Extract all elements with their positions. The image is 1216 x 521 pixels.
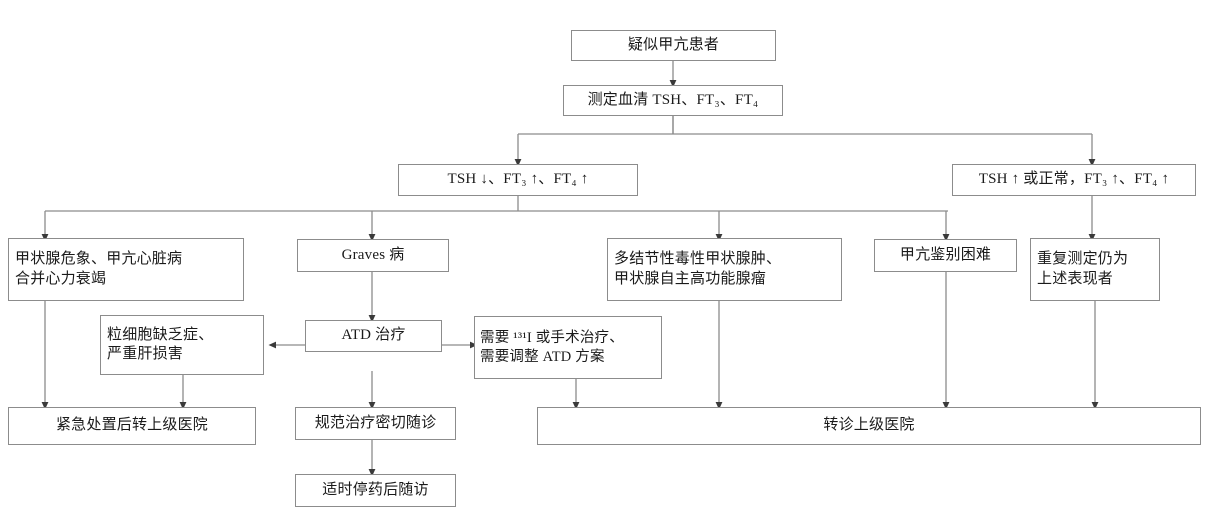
node-label: 粒细胞缺乏症、 严重肝损害 [107, 326, 214, 362]
node-label: 测定血清 TSH、FT₃、FT₄ [587, 91, 759, 108]
node-thyroid-storm[interactable]: 甲状腺危象、甲亢心脏病 合并心力衰竭 [8, 238, 244, 301]
node-label: 适时停药后随访 [322, 481, 429, 498]
node-atd-treatment[interactable]: ATD 治疗 [305, 320, 442, 352]
node-label: 多结节性毒性甲状腺肿、 甲状腺自主高功能腺瘤 [614, 251, 782, 287]
node-label: 规范治疗密切随诊 [314, 414, 437, 431]
node-label: 转诊上级医院 [823, 417, 915, 434]
node-standard-treatment-followup[interactable]: 规范治疗密切随诊 [295, 407, 456, 440]
node-toxic-nodular-goiter[interactable]: 多结节性毒性甲状腺肿、 甲状腺自主高功能腺瘤 [607, 238, 842, 301]
node-graves-disease[interactable]: Graves 病 [297, 239, 449, 272]
node-timely-stop-followup[interactable]: 适时停药后随访 [295, 474, 456, 507]
node-label: 疑似甲亢患者 [627, 36, 720, 53]
node-label: TSH ↓、FT₃ ↑、FT₄ ↑ [447, 171, 589, 188]
node-branch-high-tsh[interactable]: TSH ↑ 或正常，FT₃ ↑、FT₄ ↑ [952, 164, 1196, 196]
node-label: 需要 ¹³¹I 或手术治疗、 需要调整 ATD 方案 [480, 329, 624, 365]
node-label: 甲亢鉴别困难 [899, 246, 992, 263]
node-branch-low-tsh[interactable]: TSH ↓、FT₃ ↑、FT₄ ↑ [398, 164, 638, 196]
node-label: ATD 治疗 [341, 327, 406, 344]
node-measure-serum[interactable]: 测定血清 TSH、FT₃、FT₄ [563, 85, 783, 116]
node-hard-to-differentiate[interactable]: 甲亢鉴别困难 [874, 239, 1017, 272]
node-emergency-then-refer[interactable]: 紧急处置后转上级医院 [8, 407, 256, 445]
node-label: 甲状腺危象、甲亢心脏病 合并心力衰竭 [15, 251, 183, 287]
node-need-i131-or-surgery[interactable]: 需要 ¹³¹I 或手术治疗、 需要调整 ATD 方案 [474, 316, 662, 379]
node-refer-to-higher-hospital[interactable]: 转诊上级医院 [537, 407, 1201, 445]
node-label: 紧急处置后转上级医院 [55, 417, 208, 434]
node-agranulocytosis[interactable]: 粒细胞缺乏症、 严重肝损害 [100, 315, 264, 375]
node-label: Graves 病 [341, 246, 405, 263]
node-repeat-same-findings[interactable]: 重复测定仍为 上述表现者 [1030, 238, 1160, 301]
node-label: TSH ↑ 或正常，FT₃ ↑、FT₄ ↑ [978, 171, 1170, 188]
node-label: 重复测定仍为 上述表现者 [1037, 251, 1129, 287]
node-suspected-patient[interactable]: 疑似甲亢患者 [571, 30, 776, 61]
